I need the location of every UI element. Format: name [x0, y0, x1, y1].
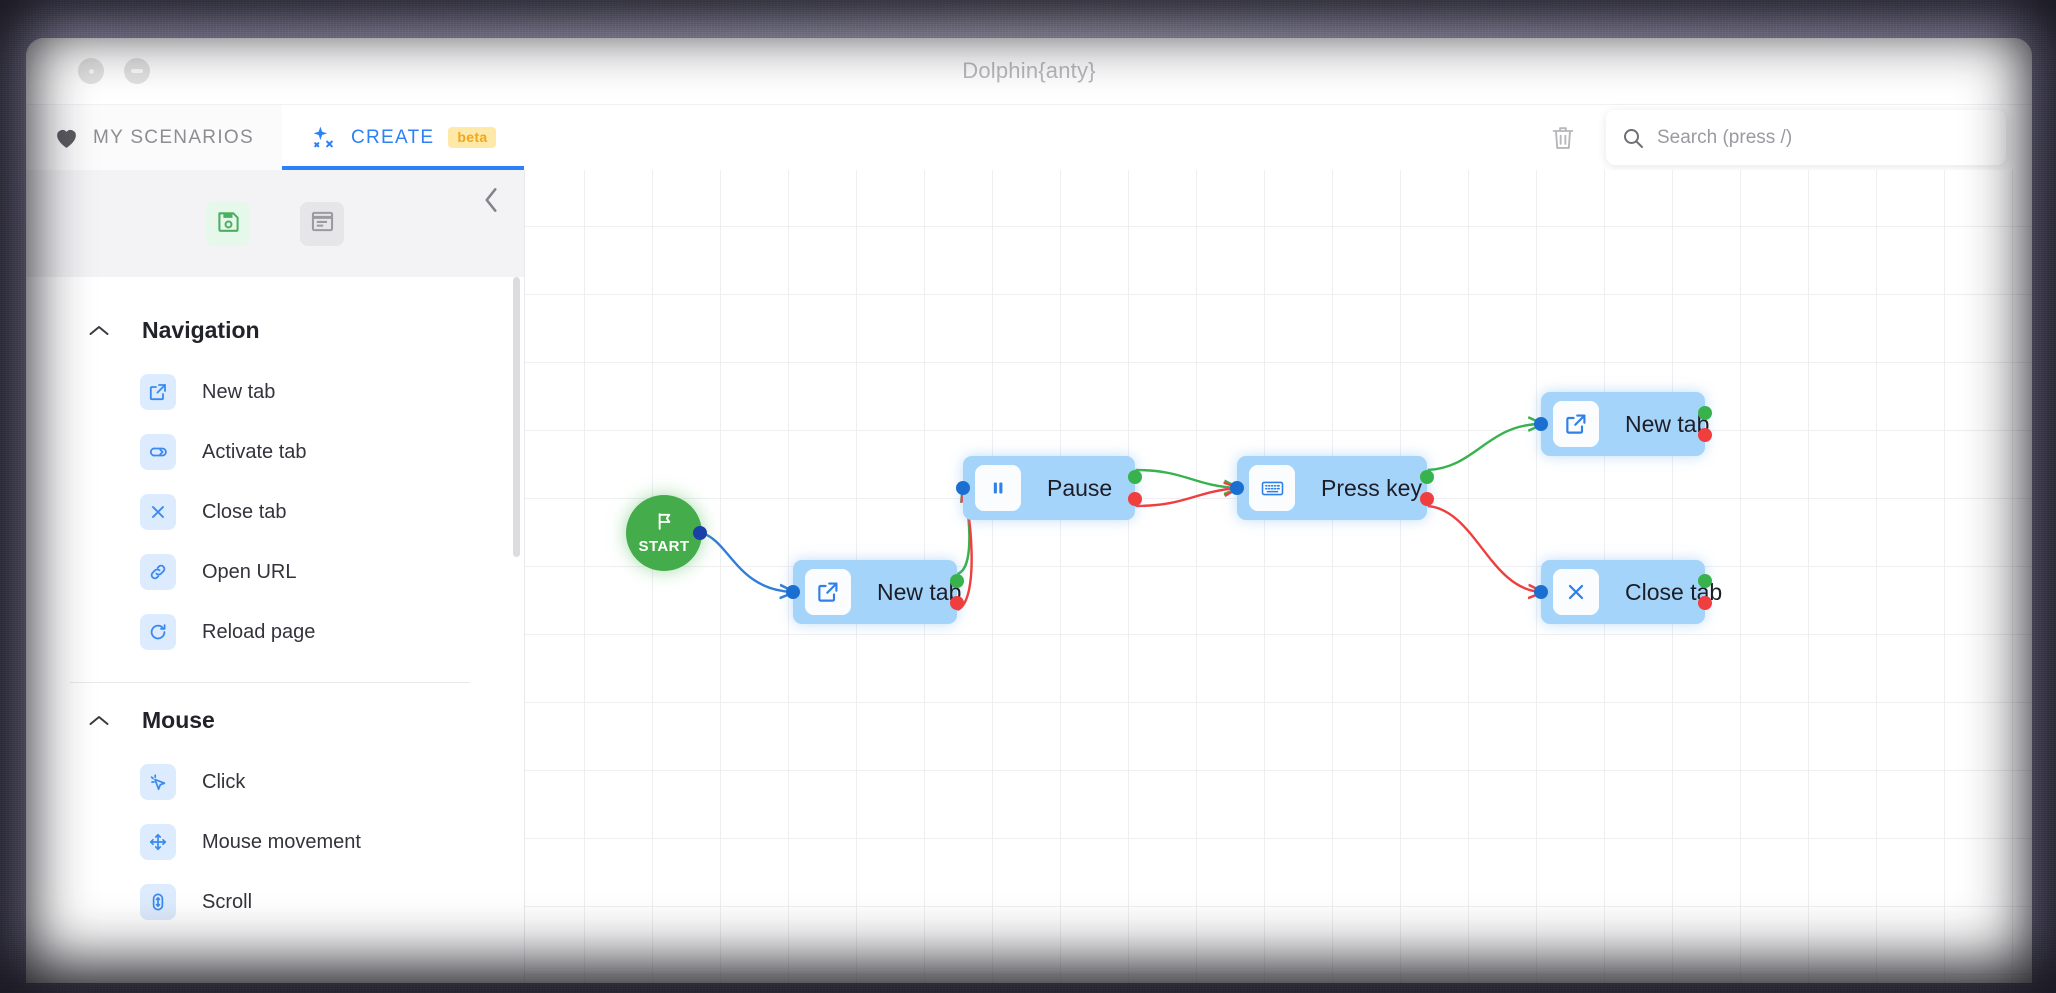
- screen-vignette: [0, 0, 2056, 993]
- desktop-background: Dolphin{anty} MY SCENARIOS: [0, 0, 2056, 993]
